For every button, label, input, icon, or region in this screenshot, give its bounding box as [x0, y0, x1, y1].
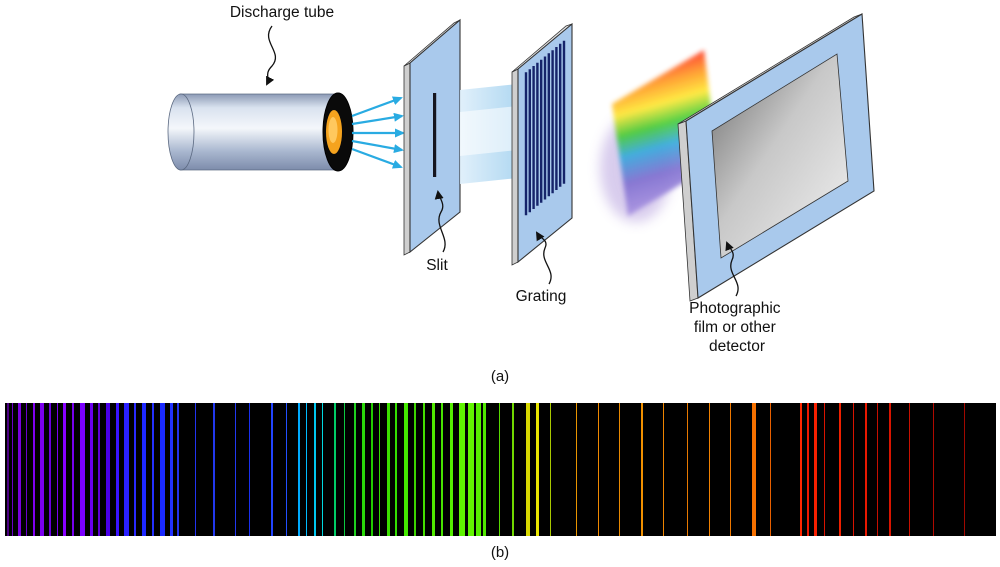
spectral-line	[865, 403, 868, 536]
spectral-line	[414, 403, 417, 536]
spectral-line	[404, 403, 409, 536]
spectral-line	[234, 403, 236, 536]
emission-spectrum	[5, 403, 996, 536]
spectral-line	[575, 403, 577, 536]
spectral-line	[270, 403, 273, 536]
spectral-line	[964, 403, 966, 536]
grating-arrow	[535, 231, 552, 285]
spectral-line	[115, 403, 119, 536]
spectral-line	[482, 403, 486, 536]
spectral-line	[123, 403, 129, 536]
spectral-line	[823, 403, 825, 536]
discharge-tube-label: Discharge tube	[230, 4, 334, 21]
spectral-line	[213, 403, 216, 536]
spectral-line	[353, 403, 356, 536]
spectral-line	[619, 403, 621, 536]
callout-arrows	[266, 25, 739, 297]
spectral-line	[512, 403, 515, 536]
spectral-line	[641, 403, 644, 536]
spectral-line	[39, 403, 44, 536]
spectral-line	[25, 403, 27, 536]
spectral-line	[663, 403, 665, 536]
spectral-line	[449, 403, 453, 536]
slit-label: Slit	[426, 257, 448, 274]
spectral-line	[322, 403, 324, 536]
spectral-line	[597, 403, 599, 536]
spectral-line	[334, 403, 336, 536]
spectral-line	[72, 403, 75, 536]
spectral-line	[17, 403, 21, 536]
spectral-line	[770, 403, 772, 536]
spectral-line	[686, 403, 688, 536]
spectral-line	[90, 403, 94, 536]
spectral-line	[343, 403, 345, 536]
spectral-line	[877, 403, 879, 536]
discharge-tube	[167, 92, 354, 172]
spectral-line	[526, 403, 531, 536]
spectral-line	[888, 403, 891, 536]
spectral-line	[298, 403, 301, 536]
spectral-line	[932, 403, 934, 536]
spectral-line	[853, 403, 855, 536]
spectral-line	[133, 403, 136, 536]
spectral-line	[730, 403, 732, 536]
spectral-line	[32, 403, 35, 536]
caption-b: (b)	[490, 544, 510, 561]
spectral-line	[159, 403, 165, 536]
spectral-line	[361, 403, 365, 536]
spectral-line	[306, 403, 308, 536]
slit-arrow	[434, 190, 446, 253]
spectral-line	[432, 403, 436, 536]
spectral-line	[314, 403, 317, 536]
spectral-line	[177, 403, 180, 536]
film-arrow	[725, 241, 739, 297]
spectral-line	[550, 403, 552, 536]
spectral-line	[106, 403, 111, 536]
spectral-line	[458, 403, 465, 536]
grating-plate	[511, 22, 573, 266]
spectral-line	[395, 403, 398, 536]
discharge-tube-arrow	[266, 25, 277, 86]
spectral-line	[813, 403, 817, 536]
apparatus-diagram: Discharge tube Slit Grating Photographic…	[167, 4, 875, 355]
spectral-line	[141, 403, 146, 536]
spectral-line	[799, 403, 802, 536]
film-screen	[711, 53, 849, 259]
spectral-line	[708, 403, 710, 536]
spectral-line	[286, 403, 288, 536]
spectral-line	[169, 403, 173, 536]
grating-lines	[524, 40, 566, 216]
spectral-line	[752, 403, 757, 536]
spectral-line	[248, 403, 250, 536]
light-beam	[460, 84, 518, 184]
grating-label: Grating	[516, 288, 567, 305]
spectral-line	[378, 403, 380, 536]
spectral-line	[80, 403, 86, 536]
spectral-line	[498, 403, 500, 536]
caption-a: (a)	[490, 368, 510, 385]
spectral-line	[56, 403, 58, 536]
spectral-line	[806, 403, 809, 536]
slit-plate	[403, 18, 461, 256]
spectral-line	[475, 403, 481, 536]
spectral-line	[98, 403, 101, 536]
spectral-line	[441, 403, 444, 536]
spectral-line	[151, 403, 154, 536]
spectral-line	[839, 403, 842, 536]
spectral-line	[11, 403, 13, 536]
spectral-line	[195, 403, 197, 536]
spectral-line	[536, 403, 540, 536]
film-label: Photographic film or other detector	[689, 300, 785, 355]
emitted-rays	[351, 96, 405, 169]
spectral-line	[370, 403, 373, 536]
slit	[433, 93, 437, 177]
spectral-line	[63, 403, 67, 536]
photographic-film	[677, 13, 875, 302]
spectral-line	[48, 403, 51, 536]
spectral-line	[467, 403, 474, 536]
spectral-line	[908, 403, 910, 536]
spectral-line	[6, 403, 9, 536]
spectral-line	[423, 403, 426, 536]
spectral-line	[386, 403, 390, 536]
